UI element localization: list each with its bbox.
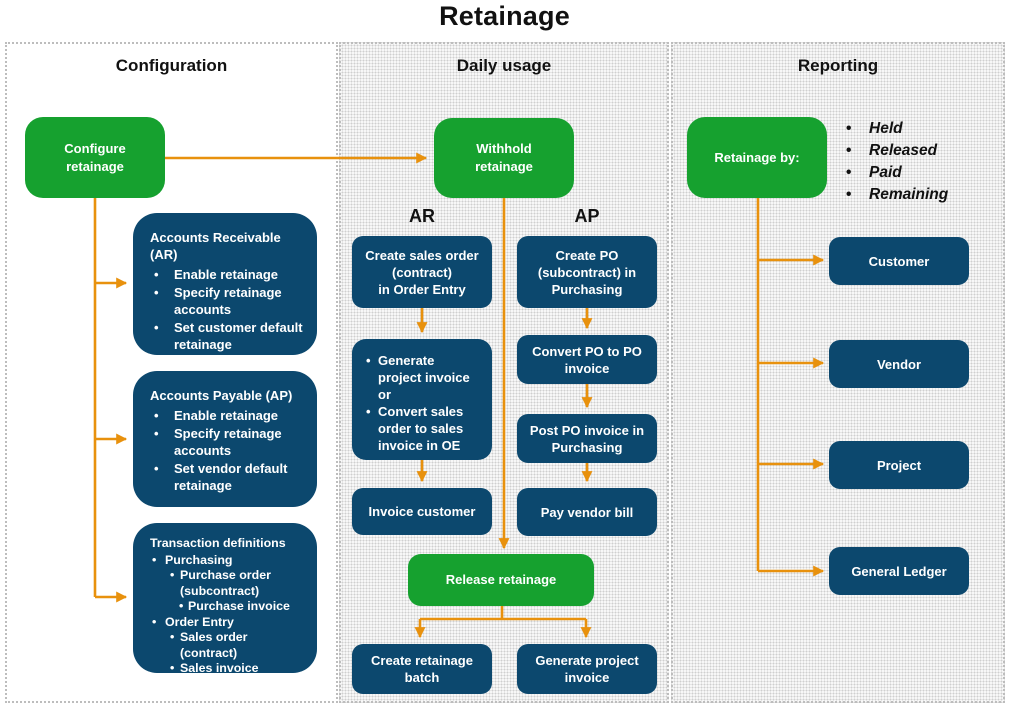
release-retainage-node: Release retainage [408, 554, 594, 606]
measure-item: Paid [837, 162, 1002, 184]
ap-box-title: Accounts Payable (AP) [150, 388, 293, 403]
ar-box-bullets: Enable retainage Specify retainage accou… [150, 266, 307, 353]
accounts-receivable-node: Accounts Receivable (AR) Enable retainag… [133, 213, 317, 355]
transactions-item: Sales order (contract) [150, 630, 307, 661]
ap-box-bullets: Enable retainage Specify retainage accou… [150, 407, 307, 494]
create-po-node: Create PO (subcontract) in Purchasing [517, 236, 657, 308]
transactions-item: Purchase invoice [150, 599, 307, 615]
create-retainage-batch-node: Create retainage batch [352, 644, 492, 694]
withhold-retainage-node: Withhold retainage [434, 118, 574, 198]
customer-report-node: Customer [829, 237, 969, 285]
general-ledger-report-node: General Ledger [829, 547, 969, 595]
transactions-item: Purchase order (subcontract) [150, 568, 307, 599]
invoice-option-line: Convert sales order to sales invoice in … [366, 403, 484, 454]
measure-item: Released [837, 140, 1002, 162]
invoice-customer-node: Invoice customer [352, 488, 492, 535]
ap-column-label: AP [574, 206, 600, 226]
ap-bullet: Set vendor default retainage [150, 460, 307, 494]
ar-column-label: AR [409, 206, 435, 226]
convert-po-node: Convert PO to PO invoice [517, 335, 657, 384]
transactions-box-title: Transaction definitions [150, 536, 286, 550]
invoice-option-line: or [378, 387, 391, 402]
daily-usage-header: Daily usage [456, 56, 552, 75]
measure-item: Held [837, 118, 1002, 140]
accounts-payable-node: Accounts Payable (AP) Enable retainage S… [133, 371, 317, 507]
invoice-option-line: Generate project invoice [366, 352, 484, 386]
reporting-header: Reporting [797, 56, 879, 75]
ap-bullet: Enable retainage [150, 407, 307, 424]
retainage-by-node: Retainage by: [687, 117, 827, 198]
ar-box-title: Accounts Receivable (AR) [150, 230, 281, 262]
configure-retainage-node: Configure retainage [25, 117, 165, 198]
transactions-item: Order Entry [150, 615, 307, 631]
invoice-options-node: Generate project invoice or Convert sale… [352, 339, 492, 460]
create-sales-order-node: Create sales order (contract) in Order E… [352, 236, 492, 308]
ar-bullet: Specify retainage accounts [150, 284, 307, 318]
ap-bullet: Specify retainage accounts [150, 425, 307, 459]
ar-bullet: Set customer default retainage [150, 319, 307, 353]
ar-bullet: Enable retainage [150, 266, 307, 283]
post-po-invoice-node: Post PO invoice in Purchasing [517, 414, 657, 463]
transaction-definitions-node: Transaction definitions Purchasing Purch… [133, 523, 317, 691]
page-title: Retainage [439, 1, 570, 31]
generate-project-invoice-node: Generate project invoice [517, 644, 657, 694]
project-report-node: Project [829, 441, 969, 489]
pay-vendor-bill-node: Pay vendor bill [517, 488, 657, 536]
configuration-header: Configuration [115, 56, 228, 75]
measure-item: Remaining [837, 184, 1002, 206]
transactions-item: Purchasing [150, 553, 307, 569]
vendor-report-node: Vendor [829, 340, 969, 388]
retainage-measures-list: Held Released Paid Remaining [837, 118, 1002, 206]
transactions-item: Sales invoice (contract) [150, 661, 307, 692]
